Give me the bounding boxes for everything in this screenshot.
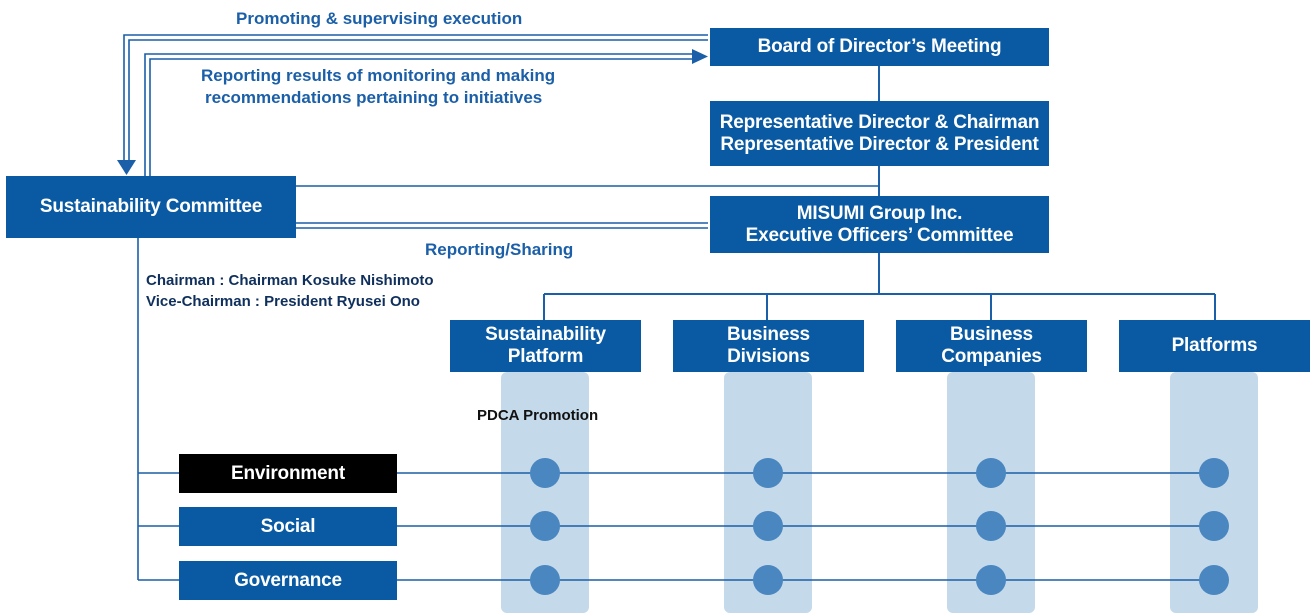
division-box-business-companies: Business Companies <box>896 320 1087 372</box>
vice-chairman-label: Vice-Chairman : President Ryusei Ono <box>146 293 420 310</box>
board-label: Board of Director’s Meeting <box>757 36 1002 57</box>
reporting-arrow <box>144 49 708 176</box>
chairman-label: Chairman : Chairman Kosuke Nishimoto <box>146 272 434 289</box>
reporting-sharing-label: Reporting/Sharing <box>425 240 574 259</box>
board-of-directors-box: Board of Director’s Meeting <box>710 28 1049 66</box>
pdca-promotion-label: PDCA Promotion <box>477 407 599 424</box>
reporting-label-line1: Reporting results of monitoring and maki… <box>201 66 556 85</box>
reporting-label-line2: recommendations pertaining to initiative… <box>205 88 543 107</box>
theme-label: Social <box>260 515 316 537</box>
node-dot <box>976 458 1006 488</box>
division-box-business-divisions: Business Divisions <box>673 320 864 372</box>
division-label-line1: Business <box>727 324 810 345</box>
node-dot <box>753 511 783 541</box>
sustainability-committee-label: Sustainability Committee <box>39 196 263 217</box>
theme-box-social: Social <box>179 507 397 546</box>
division-label-line1: Sustainability <box>485 324 606 345</box>
division-box-sustainability-platform: Sustainability Platform <box>450 320 641 372</box>
node-dot <box>976 511 1006 541</box>
node-dot <box>1199 565 1229 595</box>
node-dot <box>530 565 560 595</box>
division-label-line2: Companies <box>941 346 1042 367</box>
promoting-label: Promoting & supervising execution <box>236 9 523 28</box>
node-dot <box>530 511 560 541</box>
node-dot <box>753 458 783 488</box>
node-dot <box>1199 511 1229 541</box>
division-label-line2: Platform <box>507 346 584 367</box>
division-label-line2: Divisions <box>727 346 810 367</box>
sustainability-committee-box: Sustainability Committee <box>6 176 296 238</box>
division-box-platforms: Platforms <box>1119 320 1310 372</box>
representative-president-label: Representative Director & President <box>720 133 1039 155</box>
node-dot <box>753 565 783 595</box>
misumi-group-label: MISUMI Group Inc. <box>796 202 963 224</box>
node-dot <box>1199 458 1229 488</box>
executive-officers-label: Executive Officers’ Committee <box>745 224 1014 246</box>
division-label-line1: Business <box>950 324 1033 345</box>
executive-officers-committee-box: MISUMI Group Inc. Executive Officers’ Co… <box>710 196 1049 253</box>
theme-label: Environment <box>231 462 345 484</box>
theme-box-environment: Environment <box>179 454 397 493</box>
reporting-sharing-lines <box>296 222 708 229</box>
theme-label: Governance <box>234 569 342 591</box>
representative-directors-box: Representative Director & Chairman Repre… <box>710 101 1049 166</box>
representative-chairman-label: Representative Director & Chairman <box>719 111 1040 133</box>
theme-box-governance: Governance <box>179 561 397 600</box>
division-label-line1: Platforms <box>1171 335 1258 356</box>
promoting-arrow <box>117 34 708 175</box>
node-dot <box>530 458 560 488</box>
node-dot <box>976 565 1006 595</box>
